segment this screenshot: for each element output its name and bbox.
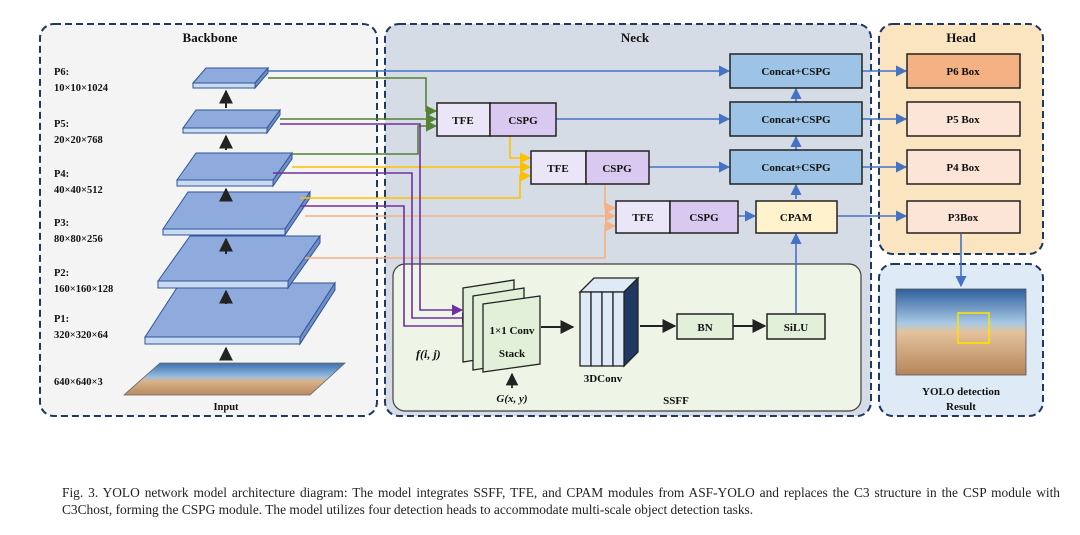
backbone-level-labels: P6: 10×10×1024 P5: 20×20×768 P4: 40×40×5… <box>54 67 113 388</box>
bn-label: BN <box>697 322 712 334</box>
bn-box <box>676 313 734 340</box>
head-boxes <box>906 53 1021 234</box>
slab-p5 <box>182 109 281 129</box>
level-p5-dims: 20×20×768 <box>54 135 103 146</box>
concat-box-p5 <box>729 101 863 137</box>
head-box-p6 <box>906 53 1021 89</box>
head-title: Head <box>946 30 976 45</box>
conv3d-label: 3DConv <box>584 373 623 385</box>
head-label-p4: P4 Box <box>946 162 980 174</box>
head-box-p4 <box>906 149 1021 185</box>
tfe-cspg-row2 <box>530 150 650 185</box>
blue-connections <box>268 65 967 313</box>
concat-box-p6 <box>729 53 863 89</box>
cspg-box-1 <box>489 102 557 137</box>
f-label: f(i, j) <box>416 347 441 361</box>
cspg-label-3: CSPG <box>689 212 719 224</box>
input-dims: 640×640×3 <box>54 377 103 388</box>
level-p4-name: P4: <box>54 169 69 180</box>
cpam-box <box>755 200 838 234</box>
level-p3-name: P3: <box>54 218 69 229</box>
neck-title: Neck <box>621 30 650 45</box>
level-p1-dims: 320×320×64 <box>54 330 109 341</box>
head-label-p6: P6 Box <box>946 66 980 78</box>
concat-label-p4: Concat+CSPG <box>761 162 831 174</box>
concat-boxes <box>729 53 863 185</box>
input-image <box>122 362 347 396</box>
ssff-title: SSFF <box>663 395 689 407</box>
figure-caption: Fig. 3. YOLO network model architecture … <box>62 485 1060 517</box>
detection-bbox <box>957 312 990 344</box>
result-label-line2: Result <box>946 401 976 413</box>
peach-connections <box>305 184 617 259</box>
backbone-title: Backbone <box>183 30 238 45</box>
slab-p3 <box>162 191 311 230</box>
conv3d-block <box>578 276 640 368</box>
stack-label: Stack <box>499 348 526 360</box>
tfe-box-3 <box>615 200 671 234</box>
level-p2-name: P2: <box>54 268 69 279</box>
slab-p4 <box>176 152 293 181</box>
silu-label: SiLU <box>784 322 809 334</box>
cspg-label-2: CSPG <box>602 163 632 175</box>
head-label-p3: P3Box <box>948 212 979 224</box>
head-label-p5: P5 Box <box>946 114 980 126</box>
tfe-cspg-row1 <box>436 102 557 137</box>
level-p6-dims: 10×10×1024 <box>54 83 109 94</box>
concat-box-p4 <box>729 149 863 185</box>
head-box-p5 <box>906 101 1021 137</box>
result-image <box>895 288 1027 376</box>
result-label-line1: YOLO detection <box>922 386 1000 398</box>
conv-label: 1×1 Conv <box>489 325 535 337</box>
tfe-label-3: TFE <box>632 212 653 224</box>
head-box-p3 <box>906 200 1021 234</box>
cspg-box-3 <box>669 200 739 234</box>
tfe-label-1: TFE <box>452 115 473 127</box>
level-p5-name: P5: <box>54 119 69 130</box>
level-p3-dims: 80×80×256 <box>54 234 103 245</box>
stack-layers <box>462 279 541 373</box>
concat-label-p6: Concat+CSPG <box>761 66 831 78</box>
silu-box <box>766 313 826 340</box>
orange-connections <box>292 136 532 199</box>
level-p1-name: P1: <box>54 314 69 325</box>
tfe-box-1 <box>436 102 491 137</box>
backbone-slabs <box>144 66 336 346</box>
tfe-cspg-row3 <box>615 200 739 234</box>
level-p2-dims: 160×160×128 <box>54 284 113 295</box>
level-p6-name: P6: <box>54 67 69 78</box>
cpam-label: CPAM <box>780 212 813 224</box>
green-connections <box>268 77 438 155</box>
g-label: G(x, y) <box>496 393 527 405</box>
input-label: Input <box>213 402 239 413</box>
purple-connections <box>273 123 484 332</box>
cspg-label-1: CSPG <box>508 115 538 127</box>
level-p4-dims: 40×40×512 <box>54 185 103 196</box>
cspg-box-2 <box>585 150 650 185</box>
tfe-label-2: TFE <box>547 163 568 175</box>
concat-label-p5: Concat+CSPG <box>761 114 831 126</box>
